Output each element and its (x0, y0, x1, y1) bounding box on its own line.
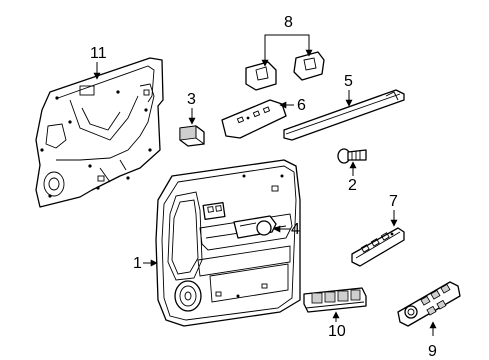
callout-3-label: 3 (187, 91, 196, 108)
part-9-master-switch (397, 281, 461, 327)
part-3-switch (179, 125, 205, 147)
callout-6-label: 6 (297, 97, 306, 114)
callout-11-label: 11 (90, 45, 107, 62)
callout-9-label: 9 (428, 343, 437, 360)
callout-4-label: 4 (291, 221, 300, 238)
callout-2-label: 2 (348, 177, 357, 194)
part-10-switch (303, 287, 367, 313)
part-8-connectors (245, 51, 325, 91)
part-6-switch-bezel (221, 99, 287, 139)
callout-5-label: 5 (344, 73, 353, 90)
part-11-door-inner-frame (35, 57, 164, 208)
callout-8-label: 8 (284, 14, 293, 31)
callout-7-label: 7 (389, 193, 398, 210)
part-5-weatherstrip (283, 89, 405, 141)
part-2-fastener (337, 148, 367, 164)
part-1-door-trim-panel (155, 159, 301, 327)
callout-1-label: 1 (133, 255, 142, 272)
callout-10-label: 10 (328, 323, 346, 340)
part-7-switch (351, 227, 405, 267)
